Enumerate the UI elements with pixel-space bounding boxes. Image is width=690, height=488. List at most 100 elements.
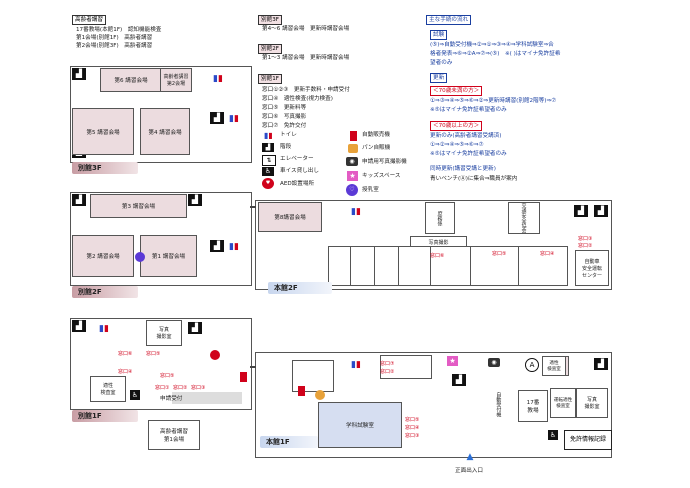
stairs-icon: ▟ bbox=[188, 322, 202, 334]
main2f-cell bbox=[518, 246, 568, 286]
room-photo-annex: 写真 撮影室 bbox=[146, 320, 182, 346]
annex3f-label: 別館3F bbox=[72, 162, 138, 174]
toilet-icon: ▮▮ bbox=[348, 205, 364, 219]
stairs-icon: ▟ bbox=[574, 205, 588, 217]
aed-icon bbox=[210, 350, 220, 360]
elderly-legend-title: 高齢者講習 bbox=[72, 15, 106, 25]
nursing-icon bbox=[135, 252, 145, 262]
over70-flow-line: 更新のみ(高齢者講習受講済) bbox=[430, 133, 502, 139]
toilet-icon: ▮▮ bbox=[210, 72, 226, 86]
window-label: 窓口③ bbox=[405, 433, 420, 439]
license-record-box: 免許情報記録 bbox=[564, 430, 612, 450]
icon-legend-label: 階段 bbox=[280, 144, 292, 150]
vending-icon bbox=[350, 131, 357, 141]
toilet-icon: ▮▮ bbox=[264, 131, 273, 140]
nursing-icon: ♡ bbox=[346, 184, 358, 196]
same-day-title: 同時更新(講習受講と更新) bbox=[430, 166, 496, 172]
reception-label: 申請受付 bbox=[160, 396, 183, 402]
window-legend-row: 窓口①②③ 更新手数料・申請受付 bbox=[262, 87, 350, 93]
icon-legend-label: 車イス貸し出し bbox=[280, 168, 319, 174]
vending-icon bbox=[240, 372, 247, 382]
wheelchair-icon: ♿ bbox=[548, 430, 558, 440]
annex2f-label: 別館2F bbox=[72, 286, 138, 298]
icon-legend-label: パン自販機 bbox=[362, 145, 391, 151]
toilet-icon: ▮▮ bbox=[348, 358, 364, 372]
room-safe-driving-center: 自動車 安全運転 センター bbox=[575, 250, 609, 286]
main2f-cell bbox=[374, 246, 400, 286]
main2f-cell bbox=[398, 246, 432, 286]
corridor bbox=[172, 392, 242, 404]
stairs-icon: ▟ bbox=[210, 112, 224, 124]
room-8th-lecture: 第8講習会場 bbox=[258, 202, 322, 232]
window-legend-row: 窓口⑤ 更新料等 bbox=[262, 105, 307, 111]
room-aptitude-annex: 適性 検査室 bbox=[90, 376, 126, 402]
window-label: 窓口① bbox=[155, 385, 170, 391]
wheelchair-icon: ♿ bbox=[130, 390, 140, 400]
room-driving-aptitude: 運転適性 検査室 bbox=[550, 388, 576, 418]
annex2f-legend-title: 別館2F bbox=[258, 44, 282, 54]
room-6th-lecture: 第6 講習会場 bbox=[100, 68, 162, 92]
entrance-label: 正面出入口 bbox=[455, 468, 483, 474]
stairs-icon: ▟ bbox=[72, 320, 86, 332]
window-label: 窓口④ bbox=[118, 369, 133, 375]
under70-title: ＜70歳未満の方＞ bbox=[430, 86, 483, 96]
window-legend-row: 窓口④ 適性検査(視力検査) bbox=[262, 96, 333, 102]
window-label: 窓口⑤ bbox=[492, 251, 507, 257]
room-elderly-2nd: 高齢者講習 第2会場 bbox=[160, 68, 192, 92]
camera-icon: ◉ bbox=[488, 358, 500, 367]
window-label: 窓口⑤ bbox=[405, 417, 420, 423]
exam-title: 試験 bbox=[430, 30, 448, 40]
bread-icon bbox=[348, 144, 358, 153]
room-4th-lecture: 第4 講習会場 bbox=[140, 108, 190, 155]
walkway bbox=[250, 366, 256, 368]
over70-flow-line: ※⑤はマイナ免許証希望者のみ bbox=[430, 151, 507, 157]
window-label: 窓口⑤ bbox=[160, 373, 175, 379]
window-legend-row: 窓口⑥ 写真撮影 bbox=[262, 114, 307, 120]
icon-legend-label: 申請用写真撮影機 bbox=[362, 159, 407, 165]
window-label: 窓口⑥ bbox=[118, 351, 133, 357]
icon-legend-label: 授乳室 bbox=[362, 187, 379, 193]
room-photo-main: 写真 撮影室 bbox=[576, 388, 608, 418]
window-legend-row: 窓口⑦ 免許交付 bbox=[262, 123, 307, 129]
elderly-legend-line: 17番教場(本館1F) 認知機能検査 bbox=[76, 27, 162, 33]
bench-a-icon: A bbox=[525, 358, 539, 372]
stairs-icon: ▟ bbox=[210, 240, 224, 252]
room-elderly-1st: 高齢者講習 第1会場 bbox=[148, 420, 200, 450]
icon-legend-label: AED設置場所 bbox=[280, 181, 315, 187]
walkway bbox=[250, 206, 256, 208]
kids-icon: ★ bbox=[447, 356, 458, 366]
window-label: 窓口④ bbox=[540, 251, 555, 257]
room-written-exam: 学科試験室 bbox=[318, 402, 402, 448]
window-label: 窓口④ bbox=[405, 425, 420, 431]
room-3rd-lecture: 第3 講習会場 bbox=[90, 194, 187, 218]
elevator-icon: ⇅ bbox=[262, 155, 276, 166]
toilet-icon: ▮▮ bbox=[96, 322, 112, 336]
window-label: 窓口② bbox=[380, 369, 395, 375]
room-traffic-safety: 交通安全協会 bbox=[508, 202, 540, 234]
stairs-icon: ▟ bbox=[594, 205, 608, 217]
main1f-label: 本館1F bbox=[260, 436, 318, 448]
annex3f-legend-title: 別館3F bbox=[258, 15, 282, 25]
window-label: 窓口② bbox=[173, 385, 188, 391]
vending-icon bbox=[298, 386, 305, 396]
main2f-cell bbox=[328, 246, 352, 286]
stairs-icon: ▟ bbox=[72, 194, 86, 206]
exam-flow-line: 格者発表⇒⑥⇒②A⇒⑦⇒(⑤) ※( )はマイナ免許証希 bbox=[430, 51, 561, 57]
main2f-label: 本館2F bbox=[268, 282, 332, 294]
icon-legend-label: 自動販売機 bbox=[362, 132, 390, 138]
wheelchair-icon: ♿ bbox=[262, 167, 274, 176]
icon-legend-label: トイレ bbox=[280, 132, 297, 138]
window-label: 窓口⑤ bbox=[146, 351, 161, 357]
kids-icon: ★ bbox=[347, 171, 358, 181]
stairs-icon: ▟ bbox=[72, 68, 86, 80]
under70-flow-line: ①⇒③⇒④⇒⑤⇒⑥⇒②⇒更新時講習(別館2階等)⇒⑦ bbox=[430, 98, 557, 104]
stairs-icon: ▟ bbox=[262, 143, 274, 152]
room-general-affairs: 庶務係 bbox=[425, 202, 455, 234]
icon-legend-label: キッズスペース bbox=[362, 173, 401, 179]
room-5th-lecture: 第5 講習会場 bbox=[72, 108, 134, 155]
room-aptitude-main: 適性 検査室 bbox=[542, 356, 566, 376]
icon-legend-label: エレベーター bbox=[280, 156, 314, 162]
over70-title: ＜70歳以上の方＞ bbox=[430, 121, 483, 131]
window-label: 窓口③ bbox=[191, 385, 206, 391]
window-label: 窓口⑥ bbox=[430, 253, 445, 259]
